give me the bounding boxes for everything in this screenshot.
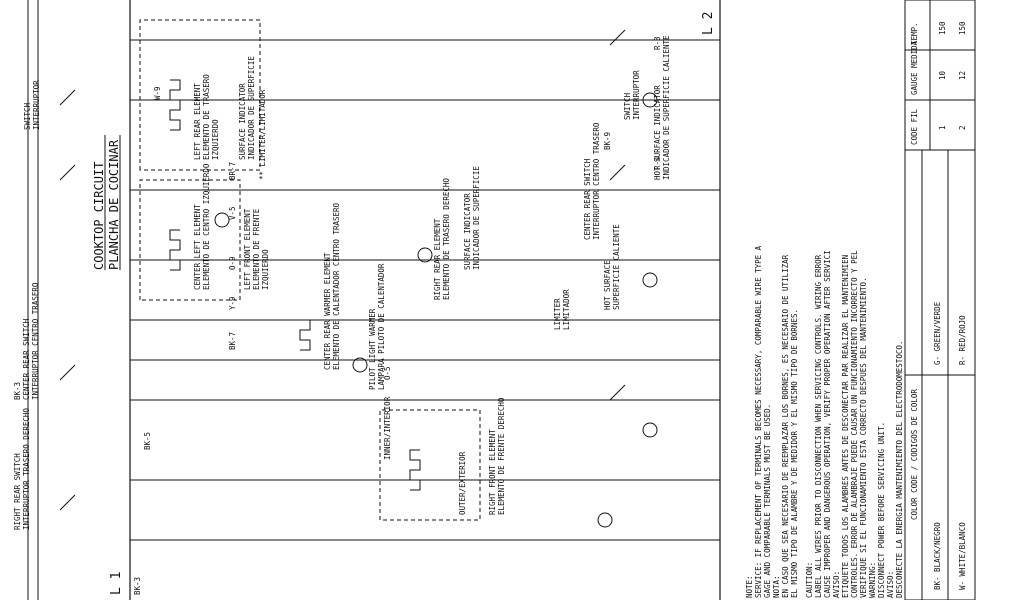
wire-bk9: BK-9: [603, 132, 612, 150]
svg-text:WARNING:: WARNING:: [868, 562, 877, 598]
svg-text:150: 150: [938, 21, 947, 35]
svg-text:ETIQUETE TODOS LOS ALAMBRES AN: ETIQUETE TODOS LOS ALAMBRES ANTES DE DES…: [841, 255, 850, 598]
svg-text:LABEL ALL WIRES PRIOR TO DISCO: LABEL ALL WIRES PRIOR TO DISCONNECTION W…: [814, 254, 823, 598]
svg-text:CAUSE IMPROPER AND DANGEROUS O: CAUSE IMPROPER AND DANGEROUS OPERATION, …: [823, 250, 832, 598]
svg-text:BK- BLACK/NEGRO: BK- BLACK/NEGRO: [933, 522, 942, 590]
wire-r4: R-4: [653, 156, 662, 170]
svg-text:SERVICE: IF REPLACEMENT OF TER: SERVICE: IF REPLACEMENT OF TERMINALS BEC…: [754, 245, 763, 598]
wire-r3: R-3: [653, 36, 662, 50]
svg-text:CAUTION:: CAUTION:: [805, 562, 814, 598]
switch-label-center: BK-3CENTER REAR SWITCHINTERRUPTOR CENTRO…: [13, 282, 40, 400]
color-table-header: COLOR CODE / CODIGOS DE COLOR: [910, 389, 919, 520]
l1-label: L 1: [109, 572, 124, 595]
svg-text:2: 2: [958, 125, 967, 130]
svg-text:12: 12: [958, 71, 967, 80]
svg-text:150: 150: [958, 21, 967, 35]
svg-text:AVISO:: AVISO:: [832, 571, 841, 598]
switch-int-label: SWITCHINTERRUPTOR: [623, 70, 641, 120]
wire-v5: V-5: [228, 206, 237, 220]
wire-br7: BR-7: [228, 162, 237, 180]
surface-indicator-label-1: SURFACE INDICATORINDICADOR DE SUPERFICIE: [238, 56, 256, 160]
svg-text:DISCONNECT POWER BEFORE SERVIC: DISCONNECT POWER BEFORE SERVICING UNIT.: [877, 422, 886, 598]
notes-section: NOTE: SERVICE: IF REPLACEMENT OF TERMINA…: [745, 0, 976, 600]
hot-indicator-label: HOT SURFACE INDICATORINDICADOR DE SUPERF…: [653, 35, 671, 180]
wire-w9: W-9: [153, 86, 162, 100]
wire-y9: Y-9: [228, 296, 237, 310]
svg-text:W- WHITE/BLANCO: W- WHITE/BLANCO: [958, 522, 967, 590]
bk3-label: BK-3: [133, 577, 142, 595]
svg-text:VERIFIQUE SI EL FUNCIONAMIENTO: VERIFIQUE SI EL FUNCIONAMIENTO ESTA CORR…: [859, 277, 868, 598]
svg-text:NOTE:: NOTE:: [745, 575, 754, 598]
svg-text:R- RED/ROJO: R- RED/ROJO: [958, 315, 967, 365]
svg-text:EN CASO QUE SEA NECESARIO DE R: EN CASO QUE SEA NECESARIO DE REEMPLAZAR …: [781, 254, 790, 598]
wire-bk5: BK-5: [143, 432, 152, 450]
switch-label-right: RIGHT REAR SWITCHINTERRUPTOR TRASERO DER…: [13, 408, 31, 530]
svg-text:10: 10: [938, 70, 947, 80]
outer-label: OUTER/EXTERIOR: [458, 451, 467, 515]
inner-label: INNER/INTERIOR: [383, 396, 392, 460]
surface-indicator-label-2: SURFACE INDICATORINDICADOR DE SUPERFICIE: [463, 166, 481, 270]
l2-label: L 2: [701, 12, 716, 35]
svg-text:EL MISMO TIPO DE ALAMBRE Y DE: EL MISMO TIPO DE ALAMBRE Y DE MEDIDOR Y …: [790, 309, 799, 598]
left-rear-element-label: LEFT REAR ELEMENTELEMENTO DE TRASEROIZQU…: [193, 74, 220, 160]
svg-text:AVISO:: AVISO:: [886, 571, 895, 598]
svg-text:G- GREEN/VERDE: G- GREEN/VERDE: [933, 301, 942, 365]
svg-text:GAUGE MEDIDA: GAUGE MEDIDA: [910, 40, 919, 95]
center-rear-switch-label: CENTER REAR SWITCHINTERRUPTOR CENTRO TRA…: [583, 122, 601, 240]
svg-text:NOTA:: NOTA:: [772, 575, 781, 598]
limiter-label: ** LIMITER/LIMITADOR: [258, 89, 267, 180]
svg-text:GAGE AND COMPARABLE TERMINALS: GAGE AND COMPARABLE TERMINALS MUST BE US…: [763, 404, 772, 598]
pilot-light-label: PILOT LIGHT WARMERLAMPARA PILOTO DE CALE…: [368, 263, 386, 390]
svg-text:TEMP.: TEMP.: [910, 22, 919, 45]
limiter2-label: LIMITERLIMITADOR: [553, 289, 571, 330]
center-left-element-label: CENTER LEFT ELEMENTELEMENTO DE CENTRO IZ…: [193, 163, 211, 290]
svg-text:CONTROLES. ERROR DE ALAMBRAJE: CONTROLES. ERROR DE ALAMBRAJE PUEDE CAUS…: [850, 250, 859, 598]
svg-text:CODE FIL: CODE FIL: [910, 108, 919, 145]
hot-surface-label: HOT SURFACESUPERFICIE CALIENTE: [603, 224, 621, 310]
title-en: COOKTOP CIRCUIT: [92, 162, 106, 270]
left-front-element-label: LEFT FRONT ELEMENTELEMENTO DE FRENTEIZQU…: [243, 208, 270, 290]
wire-o5: O-5: [383, 366, 392, 380]
svg-text:1: 1: [938, 125, 947, 130]
wire-o9: O-9: [228, 256, 237, 270]
wire-bk7: BK-7: [228, 332, 237, 350]
right-front-element-label: RIGHT FRONT ELEMENTELEMENTO DE FRENTE DE…: [488, 397, 506, 515]
svg-text:DESCONECTE LA ENERGIA MANTENIM: DESCONECTE LA ENERGIA MANTENIMIENTO DEL …: [895, 341, 904, 598]
title-es: PLANCHA DE COCINAR: [107, 139, 121, 270]
center-warmer-element-label: CENTER REAR WARMER ELEMENTELEMENTO DE CA…: [323, 202, 341, 370]
right-rear-element-label: RIGHT REAR ELEMENTELEMENTO DE TRASERO DE…: [433, 178, 451, 300]
switch-label-1: SWITCHINTERRUPTOR: [23, 80, 41, 130]
